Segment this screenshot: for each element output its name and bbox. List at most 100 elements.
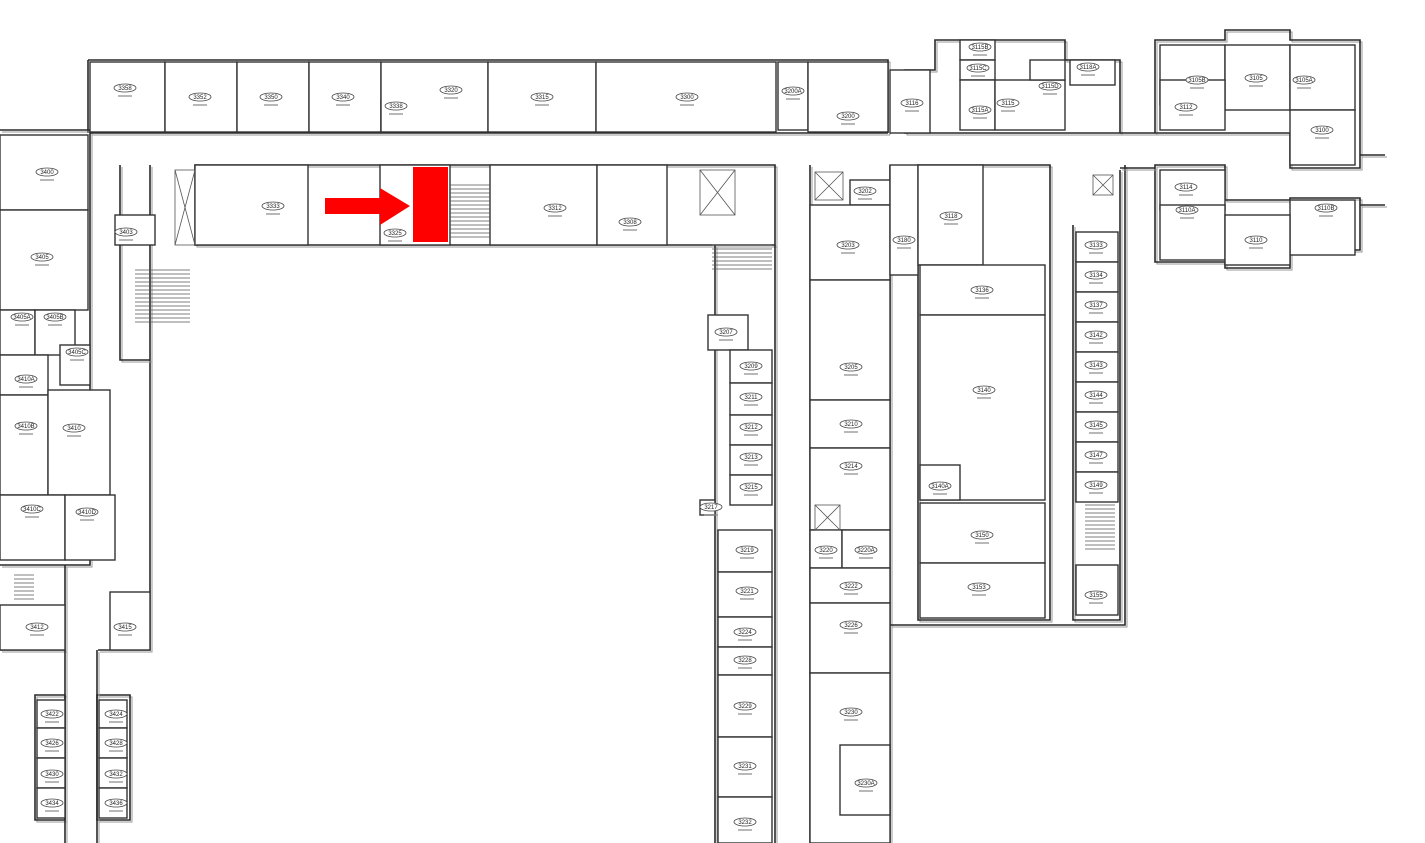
- room-tag-shape: [1084, 330, 1108, 340]
- room-outline[interactable]: [47, 389, 111, 496]
- room-outline[interactable]: [64, 494, 116, 561]
- room-outline[interactable]: [729, 474, 773, 506]
- room-number: 3410D: [78, 510, 96, 516]
- room-tag-shape: [1084, 450, 1108, 460]
- room-outline[interactable]: [380, 61, 489, 133]
- room-tag-shape: [40, 738, 64, 748]
- room-outline[interactable]: [809, 567, 891, 604]
- wall: [1154, 29, 1361, 169]
- room-label: 3405: [30, 252, 54, 266]
- room-outline[interactable]: [1029, 59, 1066, 81]
- room-tag-shape: [739, 392, 763, 402]
- room-tag-shape: [970, 285, 994, 295]
- room-number: 3405B: [46, 315, 63, 321]
- room-tag-shape: [1174, 182, 1198, 192]
- room-number: 3230: [844, 710, 858, 716]
- room-tag-shape: [733, 761, 757, 771]
- room-number: 3325: [388, 231, 402, 237]
- room-number: 3405C: [68, 350, 86, 356]
- room-label: 3134: [1084, 270, 1108, 284]
- room-outline[interactable]: [596, 164, 668, 246]
- room-tag-shape: [714, 327, 738, 337]
- room-tag-shape: [1084, 390, 1108, 400]
- room-number: 3116: [906, 101, 920, 107]
- room-tag-shape: [1084, 420, 1108, 430]
- room-outline[interactable]: [109, 591, 151, 651]
- room-label: 3221: [735, 586, 759, 600]
- room-tag-shape: [836, 111, 860, 121]
- room-outline[interactable]: [959, 79, 996, 131]
- room-tag-shape: [699, 502, 723, 512]
- room-label: 3220: [814, 545, 838, 559]
- room-outline[interactable]: [1069, 59, 1116, 86]
- room-number: 3220A: [857, 548, 874, 554]
- room-label: 3116: [900, 98, 924, 112]
- room-tag-shape: [25, 622, 49, 632]
- room-outline[interactable]: [89, 61, 166, 133]
- room-label: 3155: [1084, 590, 1108, 604]
- room-outline[interactable]: [809, 602, 891, 674]
- room-label: 3422: [40, 709, 64, 723]
- room-label: 3229: [733, 701, 757, 715]
- elevator-shaft: [814, 504, 841, 531]
- room-tag-shape: [1084, 270, 1108, 280]
- room-tag-shape: [739, 422, 763, 432]
- room-tag-shape: [939, 211, 963, 221]
- room-tag-shape: [1084, 480, 1108, 490]
- room-outline[interactable]: [807, 61, 889, 133]
- room-label: 3180: [892, 235, 916, 249]
- room-outline[interactable]: [194, 164, 309, 246]
- room-label: 3219: [735, 545, 759, 559]
- room-outline[interactable]: [0, 394, 49, 496]
- room-label: 3220A: [854, 545, 878, 559]
- staircase: [135, 269, 190, 323]
- room-tag-shape: [439, 85, 463, 95]
- room-tag-shape: [839, 620, 863, 630]
- wall: [917, 164, 1051, 621]
- room-tag-shape: [733, 701, 757, 711]
- room-label: 3415: [113, 622, 137, 636]
- room-number: 3312: [548, 206, 562, 212]
- room-label: 3405B: [43, 312, 67, 326]
- room-tag-shape: [104, 798, 128, 808]
- room-tag-shape: [104, 709, 128, 719]
- room-tag-shape: [968, 42, 992, 52]
- room-number: 3422: [45, 712, 59, 718]
- room-label: 3209: [739, 361, 763, 375]
- room-label: 3217: [699, 502, 723, 516]
- room-tag-shape: [968, 105, 992, 115]
- room-tag-shape: [43, 312, 67, 322]
- room-label: 3203: [836, 240, 860, 254]
- room-outline[interactable]: [489, 164, 598, 246]
- room-number: 3110A: [1179, 208, 1196, 214]
- room-number: 3136: [975, 288, 989, 294]
- room-number: 3105: [1249, 76, 1263, 82]
- room-tag-shape: [114, 227, 138, 237]
- room-label: 3110B: [1314, 203, 1338, 217]
- room-outline[interactable]: [809, 399, 891, 449]
- room-outline[interactable]: [1075, 564, 1119, 616]
- room-outline[interactable]: [777, 61, 809, 131]
- room-number: 3308: [623, 220, 637, 226]
- room-outline[interactable]: [1159, 204, 1226, 261]
- room-tag-shape: [188, 92, 212, 102]
- room-number: 3231: [738, 764, 752, 770]
- room-tag-shape: [839, 419, 863, 429]
- room-outline[interactable]: [1075, 231, 1119, 263]
- room-tag-shape: [1038, 81, 1062, 91]
- room-number: 3118A: [1080, 65, 1097, 71]
- room-outline[interactable]: [809, 279, 891, 401]
- room-label: 3424: [104, 709, 128, 723]
- room-number: 3180: [897, 238, 911, 244]
- room-tag-shape: [972, 385, 996, 395]
- room-outline[interactable]: [889, 164, 919, 276]
- room-number: 3222: [844, 584, 858, 590]
- room-number: 3115: [1002, 101, 1016, 107]
- staircase: [712, 244, 772, 270]
- room-tag-shape: [1244, 73, 1268, 83]
- room-tag-shape: [853, 186, 877, 196]
- room-tag-shape: [618, 217, 642, 227]
- room-outline[interactable]: [809, 447, 891, 531]
